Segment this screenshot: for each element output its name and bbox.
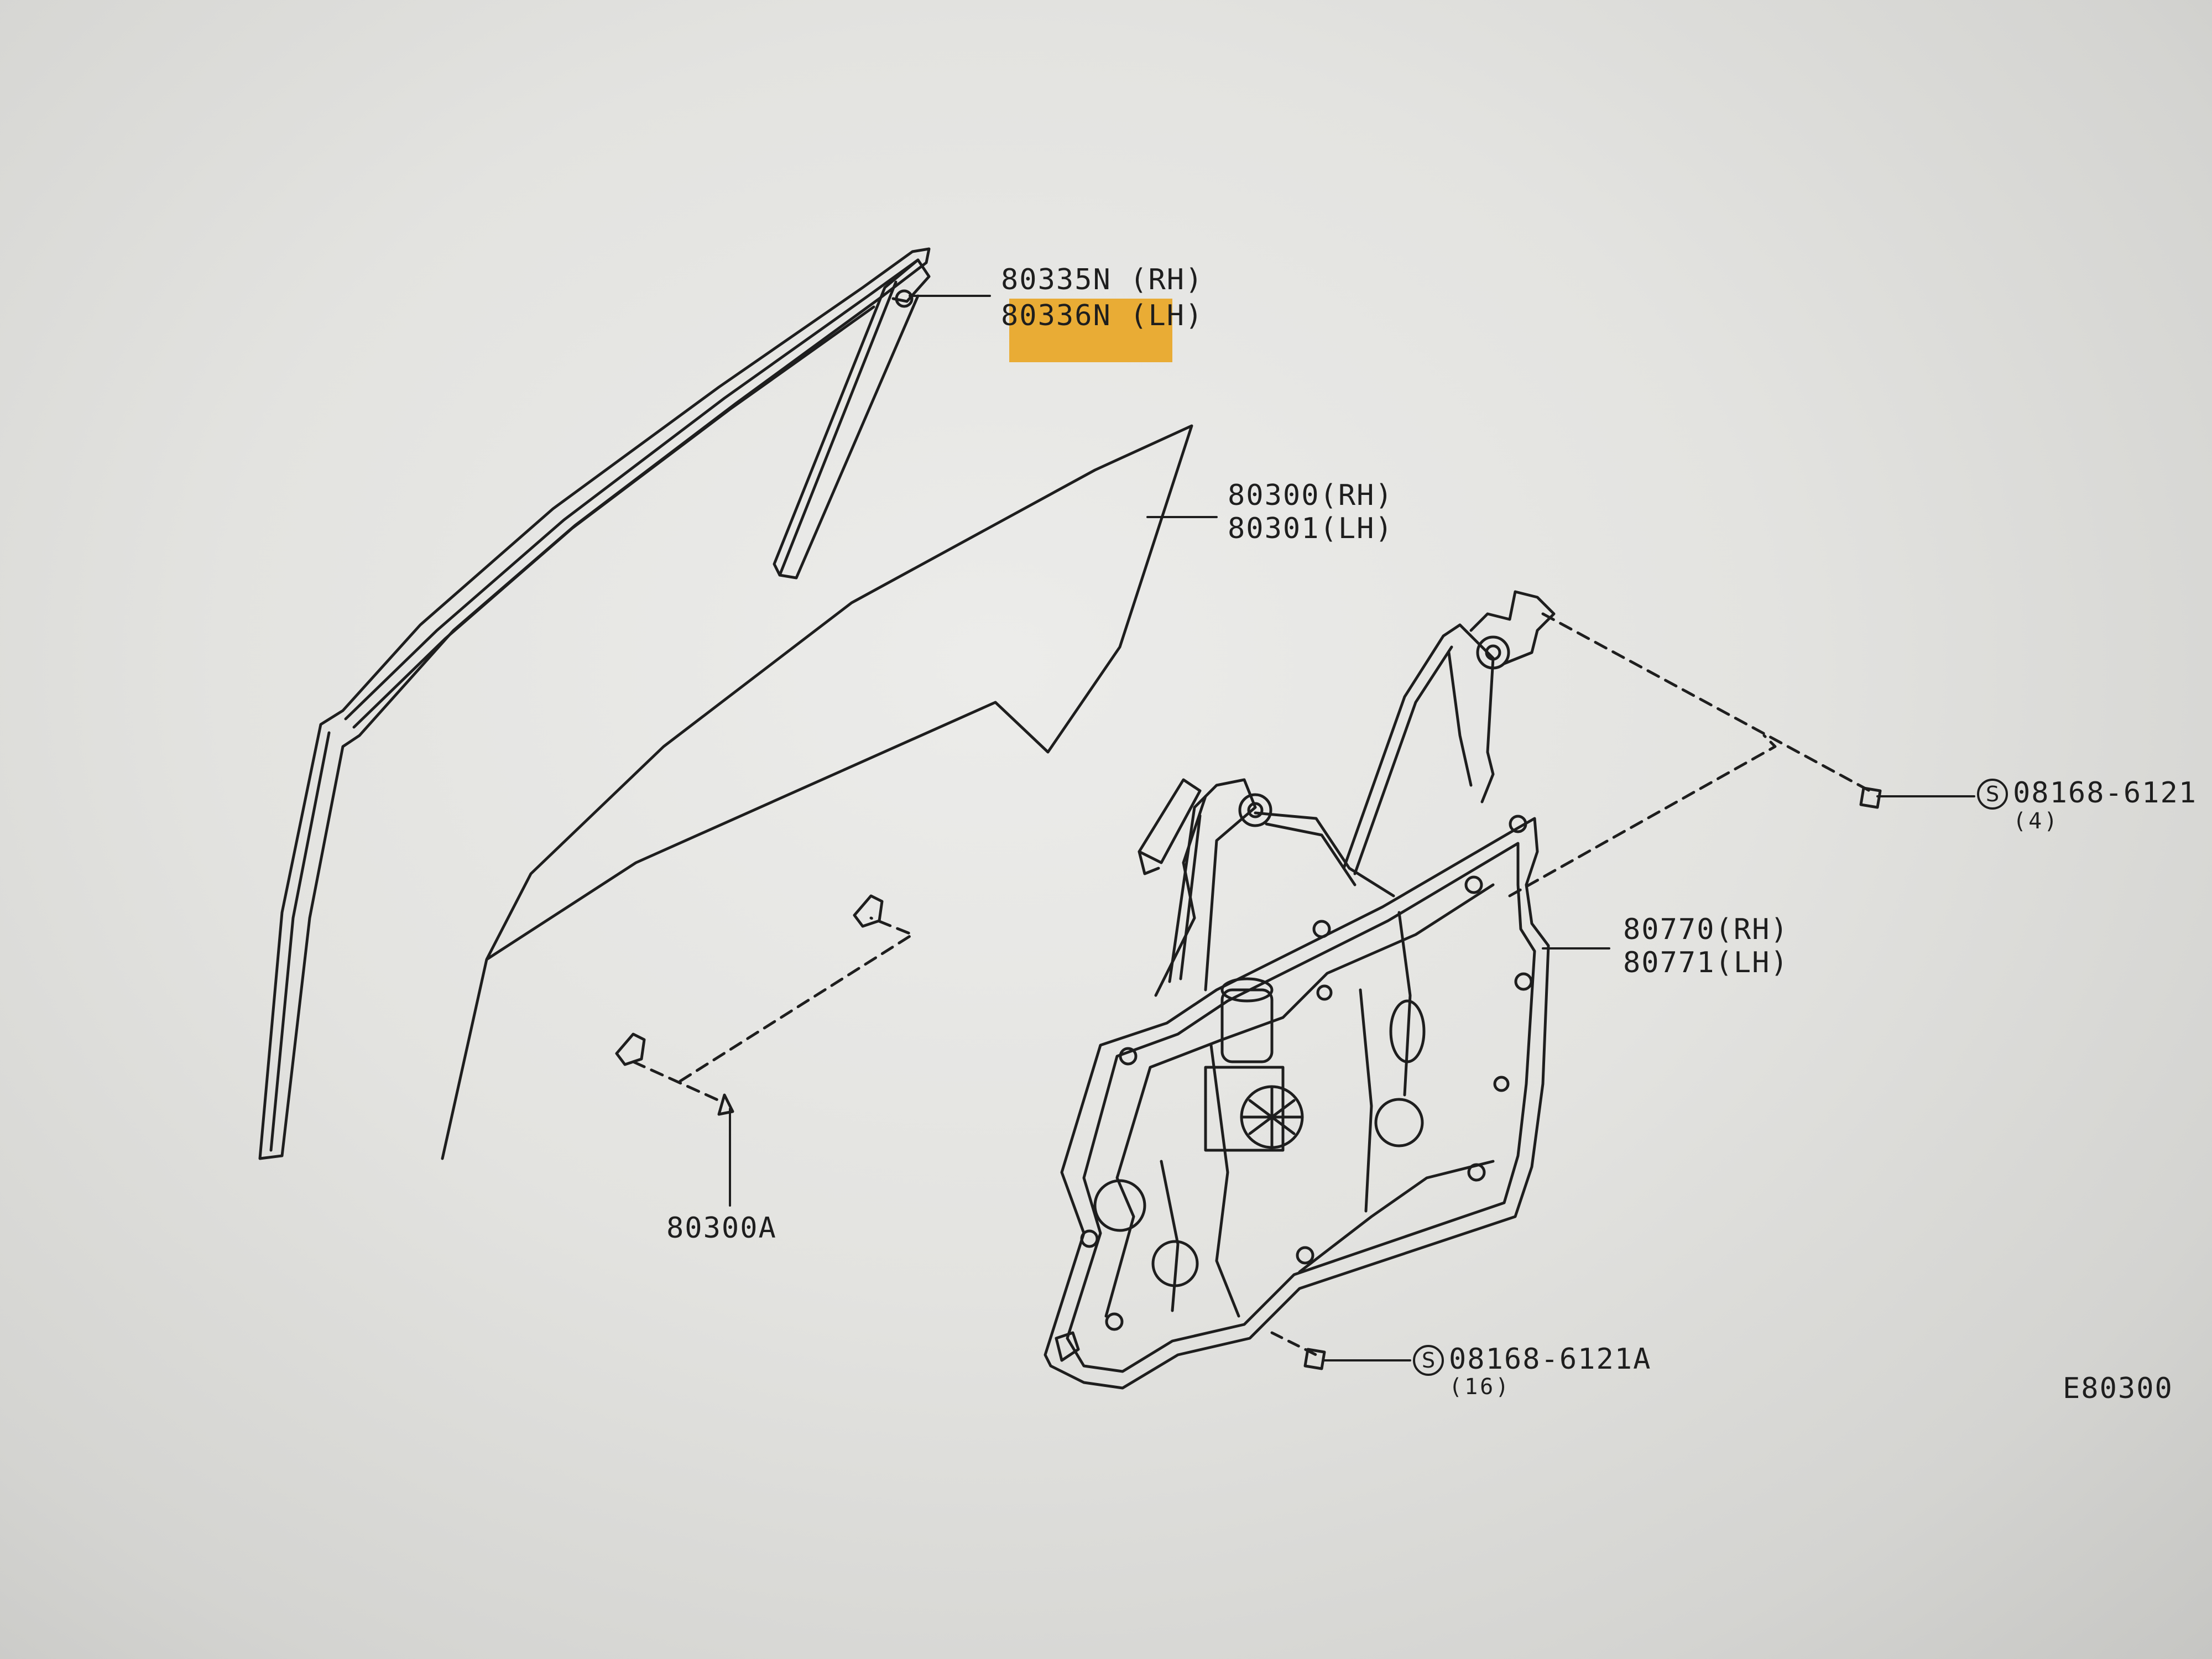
label-run-channel-rh: 80335N (RH) [1001, 263, 1204, 296]
symbol-s-lower: S [1413, 1345, 1444, 1376]
label-bolt-upper-number: 08168-6121 [2013, 776, 2198, 810]
symbol-s-upper: S [1977, 779, 2008, 810]
regulator-bolt-leaders [1270, 612, 1882, 1370]
label-bolt-lower-qty: (16) [1449, 1374, 1511, 1400]
run-channel [258, 247, 931, 1160]
figure-id: E80300 [2063, 1372, 2173, 1405]
label-door-glass-lh: 80301(LH) [1228, 512, 1394, 545]
label-run-channel-lh: 80336N (LH) [1001, 299, 1204, 332]
label-bolt-upper-qty: (4) [2013, 808, 2060, 834]
label-glass-bolt: 80300A [666, 1212, 777, 1245]
label-bolt-lower-number: 08168-6121A [1449, 1343, 1652, 1376]
label-door-glass-rh: 80300(RH) [1228, 479, 1394, 512]
glass-bolt-leaders [632, 916, 914, 1207]
label-leaders [909, 295, 1975, 1361]
door-glass-panel [441, 424, 1193, 1160]
window-regulator-assembly [1044, 590, 1556, 1390]
label-regulator-lh: 80771(LH) [1623, 946, 1789, 979]
highlight-marker [1009, 299, 1172, 362]
label-regulator-rh: 80770(RH) [1623, 913, 1789, 946]
